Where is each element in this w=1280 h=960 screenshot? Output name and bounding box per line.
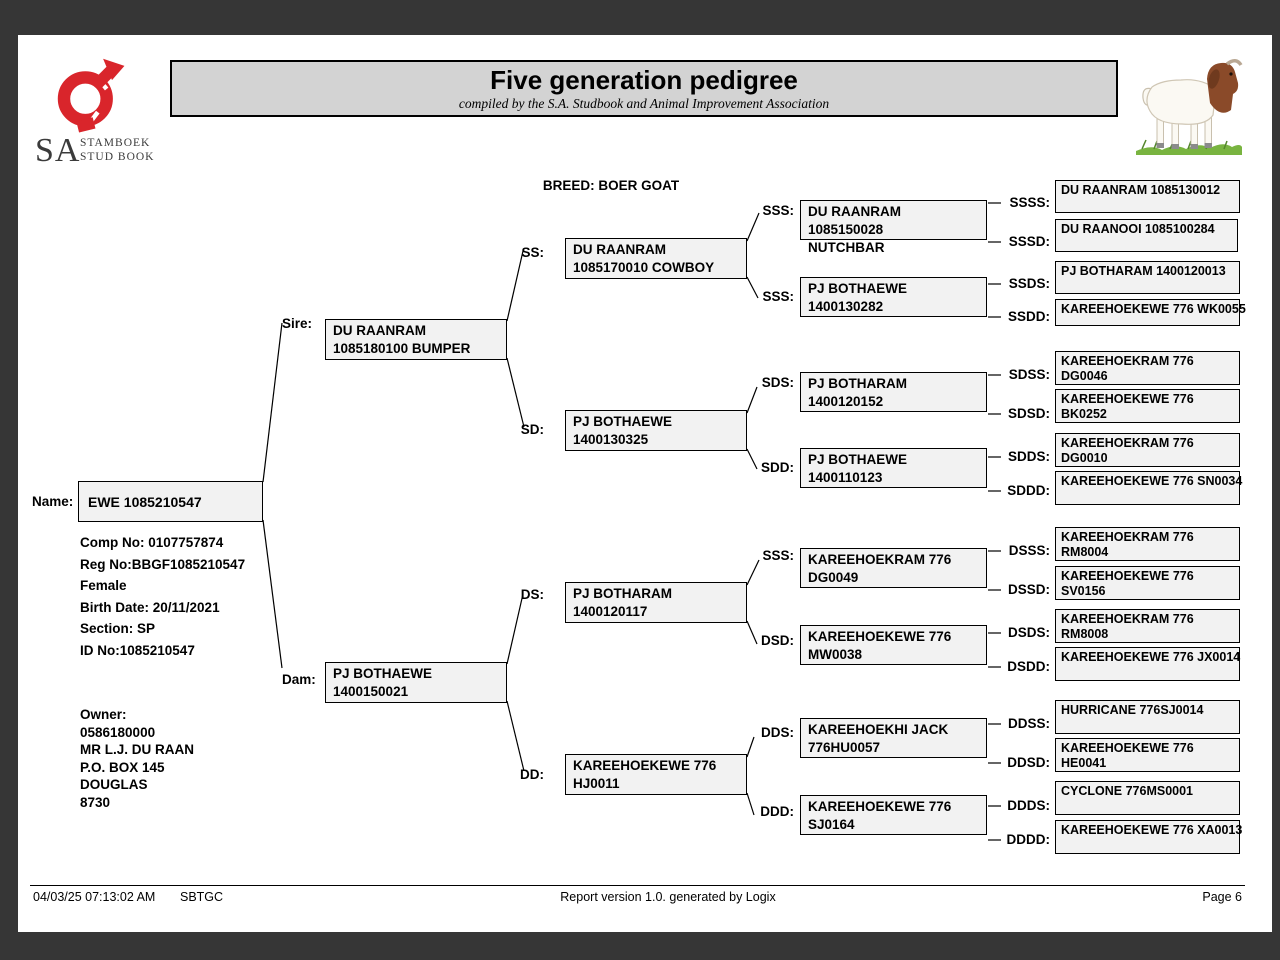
sd-box: PJ BOTHAEWE 1400130325 (565, 410, 747, 451)
animal-name-box: EWE 1085210547 (78, 481, 263, 522)
ssds-box: PJ BOTHARAM 1400120013 (1055, 261, 1240, 294)
ssdd-label: SSDD: (1007, 309, 1050, 324)
sssd-box: DU RAANOOI 1085100284 (1055, 219, 1238, 252)
footer-page-number: Page 6 (1202, 890, 1242, 904)
dsds-label: DSDS: (1007, 625, 1050, 640)
footer-report-code: SBTGC (180, 890, 224, 904)
ddds-label: DDDS: (1007, 798, 1050, 813)
sd-label: SD: (520, 422, 544, 437)
gen3-label-7: DDS: (761, 725, 794, 740)
dd-label: DD: (520, 767, 544, 782)
sssd-label: SSSD: (1008, 234, 1050, 249)
dam-label: Dam: (282, 672, 316, 687)
dssd-label: DSSD: (1007, 582, 1050, 597)
gen3-box-8: KAREEHOEKEWE 776 SJ0164 (800, 795, 987, 835)
sdss-label: SDSS: (1008, 367, 1050, 382)
ddss-box: HURRICANE 776SJ0014 (1055, 700, 1240, 734)
gen3-label-5: SSS: (762, 548, 794, 563)
sdsd-box: KAREEHOEKEWE 776 BK0252 (1055, 389, 1240, 423)
sdds-box: KAREEHOEKRAM 776 DG0010 (1055, 433, 1240, 467)
footer-divider (30, 885, 1245, 886)
dsdd-box: KAREEHOEKEWE 776 JX0014 (1055, 647, 1240, 681)
gen3-label-3: SDS: (761, 375, 794, 390)
ddds-box: CYCLONE 776MS0001 (1055, 781, 1240, 815)
sdsd-label: SDSD: (1007, 406, 1050, 421)
gen3-label-8: DDD: (760, 804, 794, 819)
dsss-label: DSSS: (1008, 543, 1050, 558)
dd-box: KAREEHOEKEWE 776 HJ0011 (565, 754, 747, 795)
dddd-label: DDDD: (1006, 832, 1051, 847)
report-page: SA STAMBOEK STUD BOOK Five generation pe… (18, 35, 1272, 932)
ds-box: PJ BOTHARAM 1400120117 (565, 582, 747, 623)
ssdd-box: KAREEHOEKEWE 776 WK0055 (1055, 299, 1246, 326)
gen3-box-3: PJ BOTHARAM 1400120152 (800, 372, 987, 412)
gen3-label-1: SSS: (762, 203, 794, 218)
brand-words: STAMBOEK STUD BOOK (80, 137, 155, 163)
gen3-box-1: DU RAANRAM 1085150028 NUTCHBAR (800, 200, 987, 255)
dsdd-label: DSDD: (1007, 659, 1050, 674)
gen3-label-6: DSD: (761, 633, 794, 648)
footer-timestamp: 04/03/25 07:13:02 AM (33, 890, 156, 904)
sddd-label: SDDD: (1007, 483, 1050, 498)
report-title: Five generation pedigree (490, 65, 798, 95)
sddd-box: KAREEHOEKEWE 776 SN0034 (1055, 471, 1242, 505)
ssss-label: SSSS: (1009, 195, 1050, 210)
ddss-label: DDSS: (1007, 716, 1050, 731)
sdds-label: SDDS: (1007, 449, 1050, 464)
animal-details: Comp No: 0107757874 Reg No:BBGF108521054… (80, 535, 246, 658)
ss-label: SS: (521, 245, 544, 260)
brand-sa-text: SA (35, 132, 81, 169)
breed-label: BREED: BOER GOAT (542, 178, 680, 193)
owner-details: Owner: 0586180000 MR L.J. DU RAAN P.O. B… (80, 707, 194, 810)
name-label: Name: (32, 494, 74, 509)
dsds-box: KAREEHOEKRAM 776 RM8008 (1055, 609, 1240, 643)
ssds-label: SSDS: (1008, 276, 1050, 291)
pedigree-connector-lines (262, 202, 1001, 841)
gen3-label-4: SDD: (761, 460, 794, 475)
dssd-box: KAREEHOEKEWE 776 SV0156 (1055, 566, 1240, 600)
boer-goat-illustration (1136, 59, 1243, 155)
gen3-box-2: PJ BOTHAEWE 1400130282 (800, 277, 987, 317)
dsss-box: KAREEHOEKRAM 776 RM8004 (1055, 527, 1240, 561)
sire-box: DU RAANRAM 1085180100 BUMPER (325, 319, 507, 360)
report-title-bar: Five generation pedigree compiled by the… (170, 60, 1118, 117)
report-subtitle: compiled by the S.A. Studbook and Animal… (458, 96, 830, 111)
studbook-logo-icon (57, 58, 125, 133)
dam-box: PJ BOTHAEWE 1400150021 (325, 662, 507, 703)
ds-label: DS: (520, 587, 544, 602)
footer-report-version: Report version 1.0. generated by Logix (560, 890, 776, 904)
ssss-box: DU RAANRAM 1085130012 (1055, 180, 1240, 213)
ddsd-box: KAREEHOEKEWE 776 HE0041 (1055, 738, 1240, 772)
gen3-box-5: KAREEHOEKRAM 776 DG0049 (800, 548, 987, 588)
gen3-label-2: SSS: (762, 289, 794, 304)
gen3-box-6: KAREEHOEKEWE 776 MW0038 (800, 625, 987, 665)
gen3-box-7: KAREEHOEKHI JACK 776HU0057 (800, 718, 987, 758)
gen3-box-4: PJ BOTHAEWE 1400110123 (800, 448, 987, 488)
ddsd-label: DDSD: (1007, 755, 1050, 770)
sdss-box: KAREEHOEKRAM 776 DG0046 (1055, 351, 1240, 385)
ss-box: DU RAANRAM 1085170010 COWBOY (565, 238, 747, 279)
sire-label: Sire: (282, 316, 313, 331)
dddd-box: KAREEHOEKEWE 776 XA0013 (1055, 820, 1242, 854)
